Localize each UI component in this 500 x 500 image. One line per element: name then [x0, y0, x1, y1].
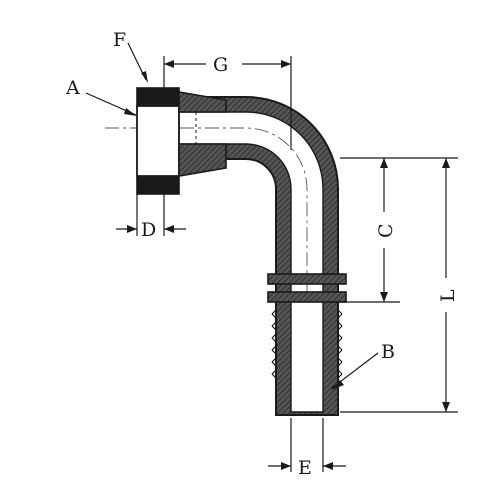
dimension-d-label: D — [141, 219, 156, 241]
dimension-g-label: G — [213, 54, 228, 76]
callout-f: F — [113, 29, 126, 51]
hose-barb — [271, 309, 343, 379]
bore-centerline — [105, 127, 308, 300]
elbow-body — [174, 96, 339, 416]
callout-a: A — [65, 77, 80, 99]
callout-b: B — [381, 341, 395, 363]
dimension-e-label: E — [298, 457, 312, 479]
dimension-c-label: C — [375, 223, 397, 238]
stem-collar — [267, 273, 347, 303]
dimension-arrowheads — [124, 60, 450, 470]
dimension-l-label: L — [437, 289, 459, 302]
swivel-nut — [136, 87, 227, 195]
